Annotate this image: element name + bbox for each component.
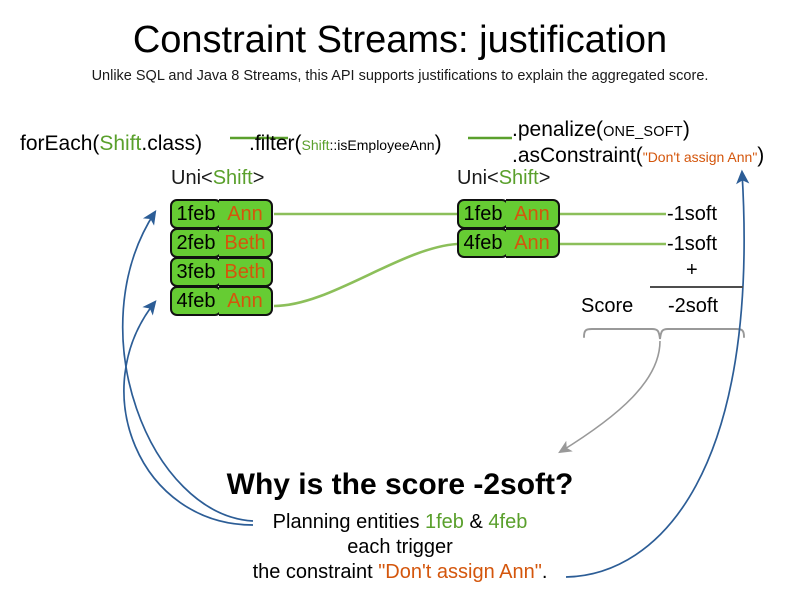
penalty-label-1: -1soft [667, 203, 718, 225]
code-asconstraint-arg: "Don't assign Ann" [642, 149, 758, 165]
code-penalize-call: .penalize( [512, 118, 604, 141]
page-title: Constraint Streams: justification [132, 19, 668, 61]
explanation-constraint-name: "Don't assign Ann" [378, 561, 542, 583]
shift-date: 1feb [457, 199, 509, 229]
table-row[interactable]: 4feb Ann [457, 228, 560, 258]
table-row[interactable]: 3feb Beth [170, 257, 273, 287]
sum-operator: + [686, 259, 698, 281]
explanation-line-3-prefix: the constraint [252, 561, 379, 583]
fact-table-left: 1feb Ann 2feb Beth 3feb Beth 4feb Ann [170, 199, 273, 316]
uni-right-prefix: Uni< [457, 167, 499, 189]
sum-rule [650, 286, 743, 288]
connector-4feb [273, 242, 458, 308]
table-row[interactable]: 1feb Ann [457, 199, 560, 229]
explanation-entity-b: 4feb [488, 511, 528, 533]
code-asconstraint-rest: ) [757, 144, 765, 167]
shift-date: 2feb [170, 228, 222, 258]
code-foreach: forEach(Shift.class) [20, 131, 202, 156]
code-filter-type: Shift [301, 137, 330, 153]
code-asconstraint-call: .asConstraint( [512, 144, 643, 167]
code-filter-call: .filter( [249, 132, 302, 155]
uni-left-prefix: Uni< [171, 167, 213, 189]
explanation-entity-a: 1feb [425, 511, 464, 533]
code-penalize-arg: ONE_SOFT [603, 124, 683, 140]
explanation-line-1-joiner: & [463, 511, 489, 533]
shift-date: 1feb [170, 199, 222, 229]
shift-employee: Ann [506, 228, 560, 258]
code-filter: .filter(Shift::isEmployeeAnn) [249, 131, 442, 158]
shift-date: 4feb [170, 286, 222, 316]
uni-right-suffix: > [538, 167, 551, 189]
uni-label-right: Uni<Shift> [457, 166, 550, 190]
table-row[interactable]: 1feb Ann [170, 199, 273, 229]
uni-right-type: Shift [498, 167, 539, 189]
question-heading: Why is the score -2soft? [226, 468, 574, 501]
code-filter-method: ::isEmployeeAnn [329, 137, 435, 153]
uni-left-suffix: > [252, 167, 265, 189]
uni-left-type: Shift [212, 167, 253, 189]
page-subtitle: Unlike SQL and Java 8 Streams, this API … [91, 68, 709, 84]
code-asconstraint: .asConstraint("Don't assign Ann") [512, 143, 764, 170]
code-penalize: .penalize(ONE_SOFT) [512, 117, 690, 145]
shift-employee: Beth [219, 228, 273, 258]
explanation-line-3: the constraint "Don't assign Ann". [0, 560, 800, 585]
uni-label-left: Uni<Shift> [171, 166, 264, 190]
arrow-score-to-question [558, 340, 661, 454]
shift-employee: Beth [219, 257, 273, 287]
penalty-label-2: -1soft [667, 233, 718, 255]
shift-employee: Ann [219, 286, 273, 316]
shift-date: 4feb [457, 228, 509, 258]
explanation-line-1-prefix: Planning entities [272, 511, 425, 533]
fact-table-right: 1feb Ann 4feb Ann [457, 199, 560, 258]
shift-employee: Ann [219, 199, 273, 229]
explanation-line-1: Planning entities 1feb & 4feb [0, 510, 800, 535]
table-row[interactable]: 2feb Beth [170, 228, 273, 258]
code-foreach-call: forEach( [20, 132, 100, 155]
shift-employee: Ann [506, 199, 560, 229]
shift-date: 3feb [170, 257, 222, 287]
score-label: Score [581, 295, 634, 317]
score-total: -2soft [668, 295, 719, 317]
table-row[interactable]: 4feb Ann [170, 286, 273, 316]
code-foreach-rest: .class) [141, 132, 203, 155]
score-brace [583, 328, 745, 340]
code-filter-rest: ) [434, 132, 442, 155]
explanation-line-3-suffix: . [541, 561, 548, 583]
explanation-line-2: each trigger [347, 536, 453, 558]
code-foreach-type: Shift [99, 132, 142, 155]
code-penalize-rest: ) [682, 118, 690, 141]
